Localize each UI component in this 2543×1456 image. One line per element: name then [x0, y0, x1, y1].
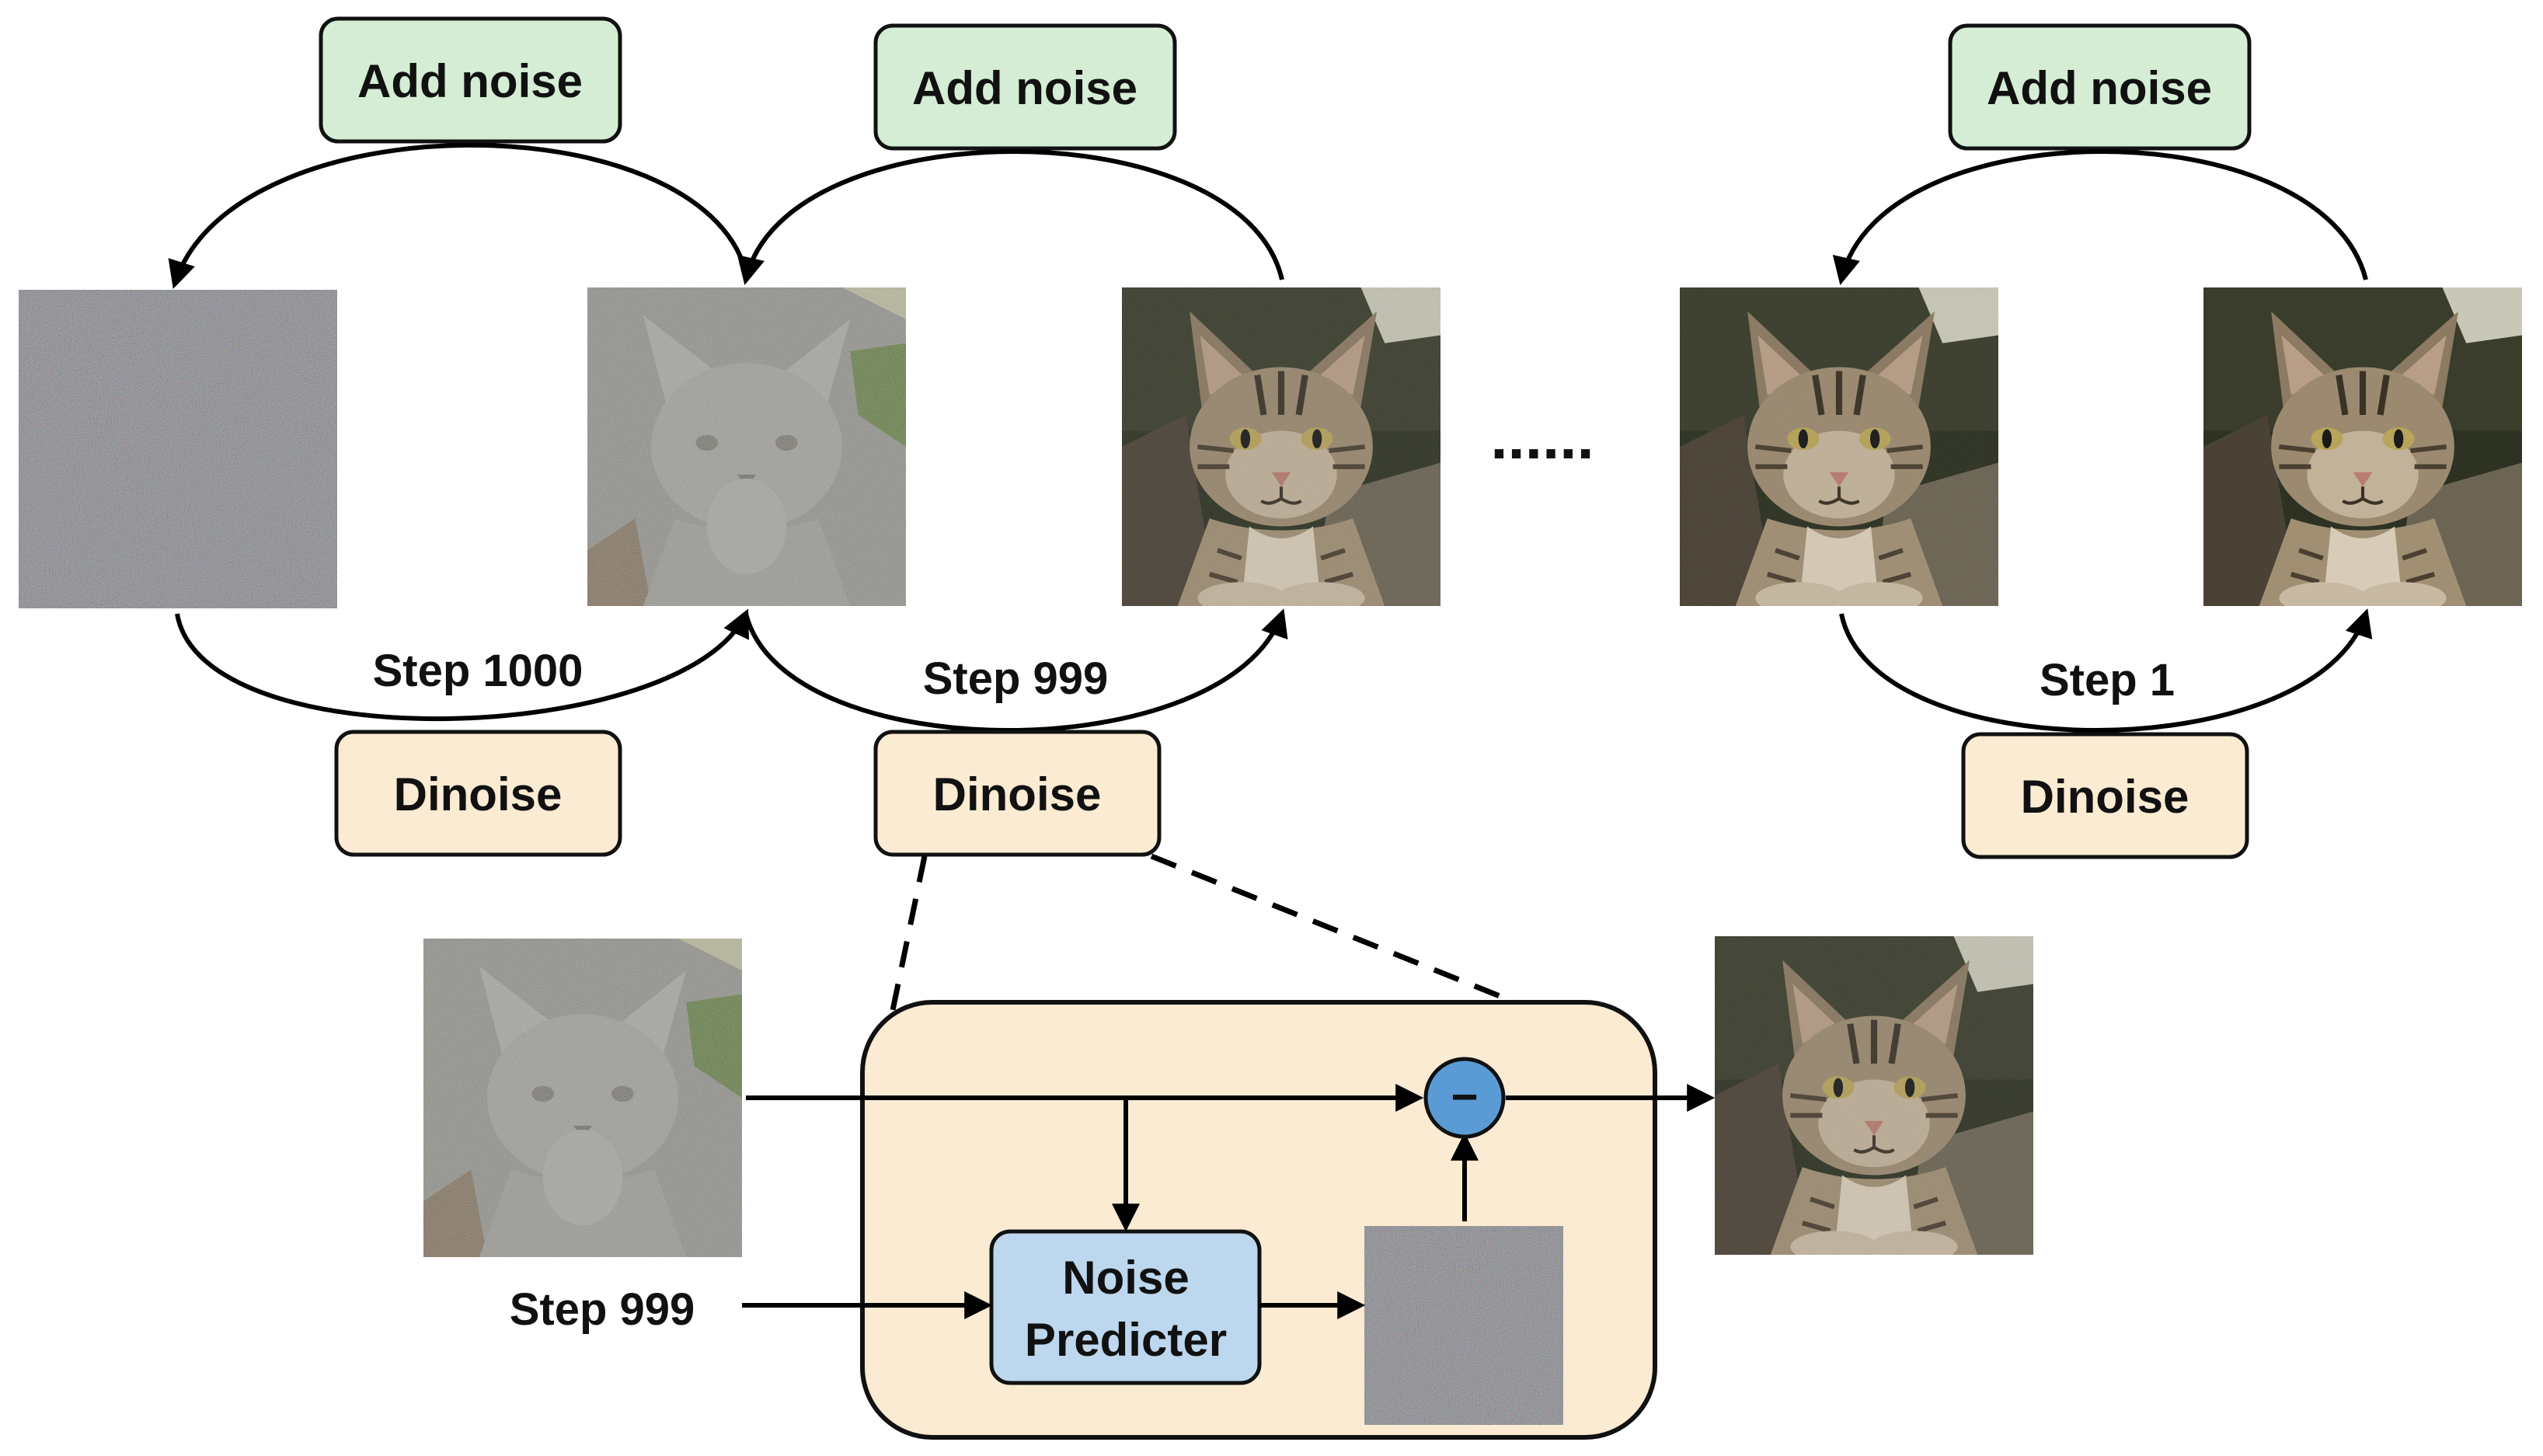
- svg-text:−: −: [1451, 1071, 1478, 1123]
- predicted-noise-image: [1364, 1226, 1563, 1425]
- detail-output-cat-image: [1715, 936, 2033, 1255]
- dinoise-box-1: Dinoise: [334, 730, 622, 857]
- svg-text:Add noise: Add noise: [912, 62, 1137, 114]
- add-noise-box-3: Add noise: [1948, 23, 2252, 151]
- svg-text:Add noise: Add noise: [357, 55, 583, 107]
- svg-text:Dinoise: Dinoise: [933, 768, 1102, 820]
- noise-image: [19, 290, 337, 608]
- step-label-999: Step 999: [923, 653, 1109, 704]
- dinoise-box-3: Dinoise: [1961, 732, 2249, 859]
- step-label-1: Step 1: [2040, 655, 2175, 705]
- add-noise-box-1: Add noise: [319, 16, 622, 144]
- detail-input-noisy-cat-image: [423, 939, 742, 1257]
- zoom-lines: [889, 853, 1517, 1015]
- nearly-clean-cat-image: [1680, 287, 1998, 606]
- detail-step-label: Step 999: [510, 1284, 695, 1335]
- minus-circle-icon: −: [1423, 1057, 1506, 1139]
- ellipsis: ......: [1490, 402, 1594, 472]
- dinoise-box-2: Dinoise: [873, 730, 1162, 857]
- noise-predicter-box: Noise Predicter: [989, 1229, 1262, 1385]
- svg-text:Noise: Noise: [1062, 1252, 1189, 1304]
- clean-cat-image: [2203, 287, 2522, 614]
- add-noise-box-2: Add noise: [873, 23, 1177, 151]
- noisy-cat-image: [587, 287, 906, 606]
- svg-text:Predicter: Predicter: [1025, 1314, 1227, 1366]
- svg-text:Dinoise: Dinoise: [2021, 771, 2189, 823]
- dinoise-arc-1: [175, 608, 749, 721]
- step-label-1000: Step 1000: [373, 646, 583, 696]
- add-noise-arc-2: [737, 149, 1284, 286]
- svg-text:Add noise: Add noise: [1987, 62, 2212, 114]
- forward-arcs: [168, 142, 2368, 289]
- add-noise-arc-1: [168, 142, 748, 289]
- detail-arrows: [742, 1084, 1716, 1319]
- slightly-noisy-cat-image: [1122, 287, 1440, 606]
- svg-text:Dinoise: Dinoise: [394, 768, 563, 820]
- dinoise-arc-3: [1839, 608, 2373, 733]
- add-noise-arc-3: [1832, 149, 2368, 286]
